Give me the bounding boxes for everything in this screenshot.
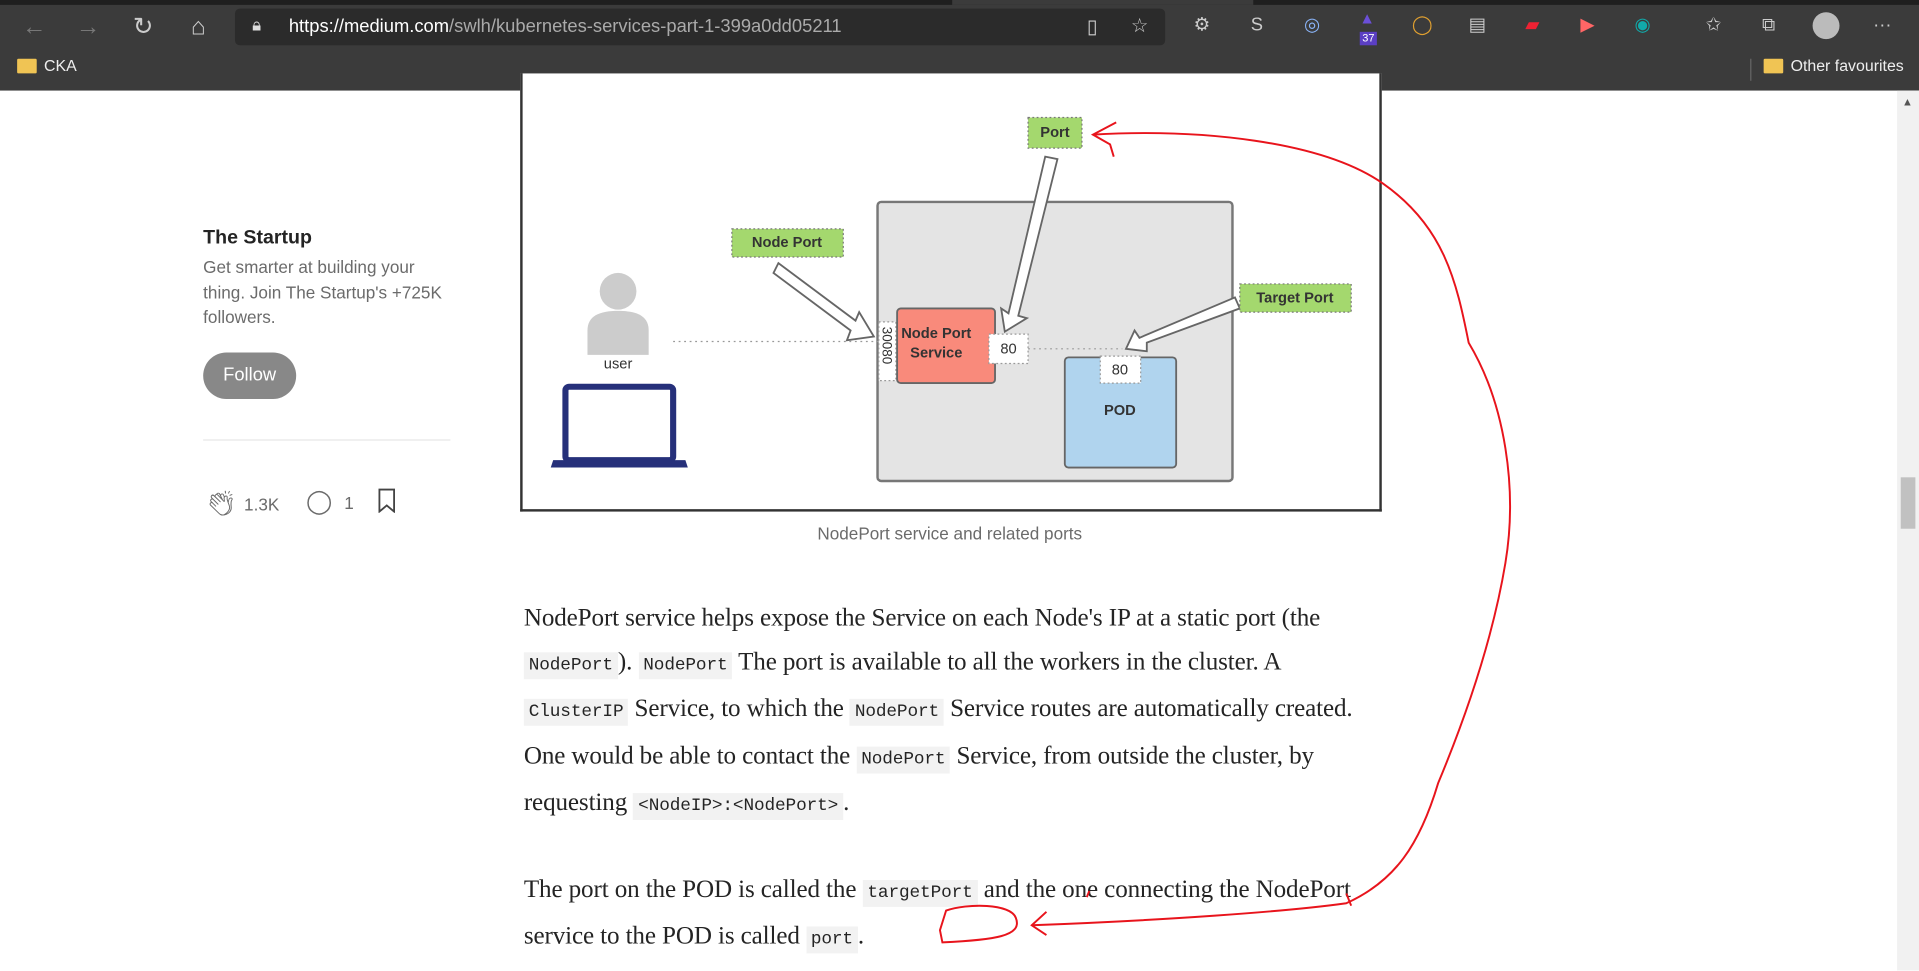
scroll-up-icon[interactable]: ▲ [1901, 95, 1913, 108]
folder-icon [17, 58, 37, 73]
text-run: Service, to which the [628, 695, 850, 723]
paragraph: NodePort service helps expose the Servic… [523, 597, 1381, 829]
text-run: ). [617, 648, 639, 675]
gear-extension-icon[interactable]: ⚙ [1193, 14, 1211, 36]
bookmark-label: CKA [44, 56, 77, 75]
folder-icon [1763, 58, 1784, 73]
profile-avatar[interactable] [1812, 12, 1840, 40]
clap-count: 1.3K [244, 493, 280, 514]
nodeport-value: 30080 [879, 327, 894, 364]
service-label: Node Port [901, 326, 971, 342]
forward-button[interactable]: → [75, 13, 101, 41]
video-extension-icon[interactable]: ▶ [1580, 14, 1595, 36]
teal-extension-icon[interactable]: ◉ [1634, 14, 1651, 36]
text-run: . [857, 922, 865, 950]
service-port-value: 80 [1000, 342, 1016, 358]
publication-name[interactable]: The Startup [203, 227, 312, 249]
other-favourites[interactable]: Other favourites [1763, 56, 1904, 75]
service-label: Service [910, 345, 962, 361]
red-extension-icon[interactable]: ▰ [1525, 14, 1540, 36]
comment-button[interactable]: ◯1 [306, 488, 354, 516]
comment-icon: ◯ [305, 489, 333, 516]
bookmark-button[interactable] [377, 488, 397, 513]
divider [203, 439, 451, 441]
more-menu-button[interactable]: ··· [1873, 14, 1892, 36]
inline-code: <NodeIP>:<NodePort> [633, 793, 844, 821]
lm-extension-icon[interactable]: ▤ [1468, 14, 1486, 36]
skype-extension-icon[interactable]: S [1250, 14, 1264, 36]
scrollbar-thumb[interactable] [1900, 477, 1916, 529]
target-port-label: Target Port [1256, 290, 1333, 306]
text-run: The port on the POD is called the [523, 875, 863, 903]
port-label: Port [1040, 125, 1069, 141]
inline-code: ClusterIP [523, 698, 629, 726]
text-run: . [843, 789, 850, 817]
home-button[interactable]: ⌂ [190, 13, 206, 41]
nodeport-diagram: user 30080 Node Port Service 80 80 POD P… [520, 73, 1382, 512]
inline-code: targetPort [862, 879, 978, 907]
address-bar[interactable]: 🔒︎ https://medium.com/swlh/kubernetes-se… [234, 8, 1166, 46]
bookmark-icon [378, 488, 396, 513]
other-favourites-label: Other favourites [1790, 56, 1904, 75]
pod-label: POD [1104, 403, 1136, 419]
divider [1750, 58, 1752, 81]
node-port-label: Node Port [752, 235, 822, 251]
arrow [772, 261, 876, 342]
inline-code: port [805, 926, 858, 954]
add-favourite-icon[interactable]: ☆ [1130, 15, 1149, 37]
purple-extension-icon[interactable]: ▲ [1359, 8, 1375, 27]
extension-badge: 37 [1359, 31, 1377, 46]
refresh-button[interactable]: ↻ [132, 13, 154, 41]
bookmark-cka[interactable]: CKA [17, 56, 77, 75]
clap-icon: 👏︎ [205, 490, 237, 518]
target-port-value: 80 [1112, 363, 1128, 379]
nodeport-value-box [878, 321, 897, 382]
laptop-icon [550, 383, 688, 468]
collections-icon[interactable]: ⧉ [1761, 14, 1776, 36]
back-button[interactable]: ← [22, 13, 47, 41]
node-port-label-box [731, 228, 844, 258]
scrollbar[interactable]: ▲ [1897, 90, 1919, 971]
text-run: NodePort service helps expose the Servic… [523, 604, 1321, 632]
inline-code: NodePort [638, 651, 733, 679]
service-port-box [988, 333, 1029, 365]
lock-icon: 🔒︎ [252, 14, 262, 35]
circle-extension-icon[interactable]: ◎ [1304, 14, 1321, 36]
publication-description: Get smarter at building your thing. Join… [203, 257, 442, 327]
inline-code: NodePort [523, 651, 618, 679]
favourites-icon[interactable]: ✩ [1705, 14, 1722, 36]
paragraph: The port on the POD is called the target… [524, 868, 1381, 962]
color-wheel-extension-icon[interactable]: ◯ [1411, 14, 1433, 36]
inline-code: NodePort [856, 745, 951, 773]
follow-button[interactable]: Follow [203, 352, 297, 399]
url-text: https://medium.com/swlh/kubernetes-servi… [288, 15, 842, 37]
comment-count: 1 [344, 492, 354, 513]
read-aloud-icon[interactable]: ▯ [1086, 17, 1098, 38]
text-run: The port is available to all the workers… [732, 648, 1281, 675]
clap-button[interactable]: 👏︎ 1.3K [206, 488, 280, 519]
tab-strip [0, 0, 1919, 5]
user-label: user [604, 356, 633, 372]
figure-caption: NodePort service and related ports [817, 523, 1083, 544]
inline-code: NodePort [849, 698, 944, 726]
user-icon [587, 272, 649, 355]
article-body: NodePort service helps expose the Servic… [523, 597, 1381, 962]
